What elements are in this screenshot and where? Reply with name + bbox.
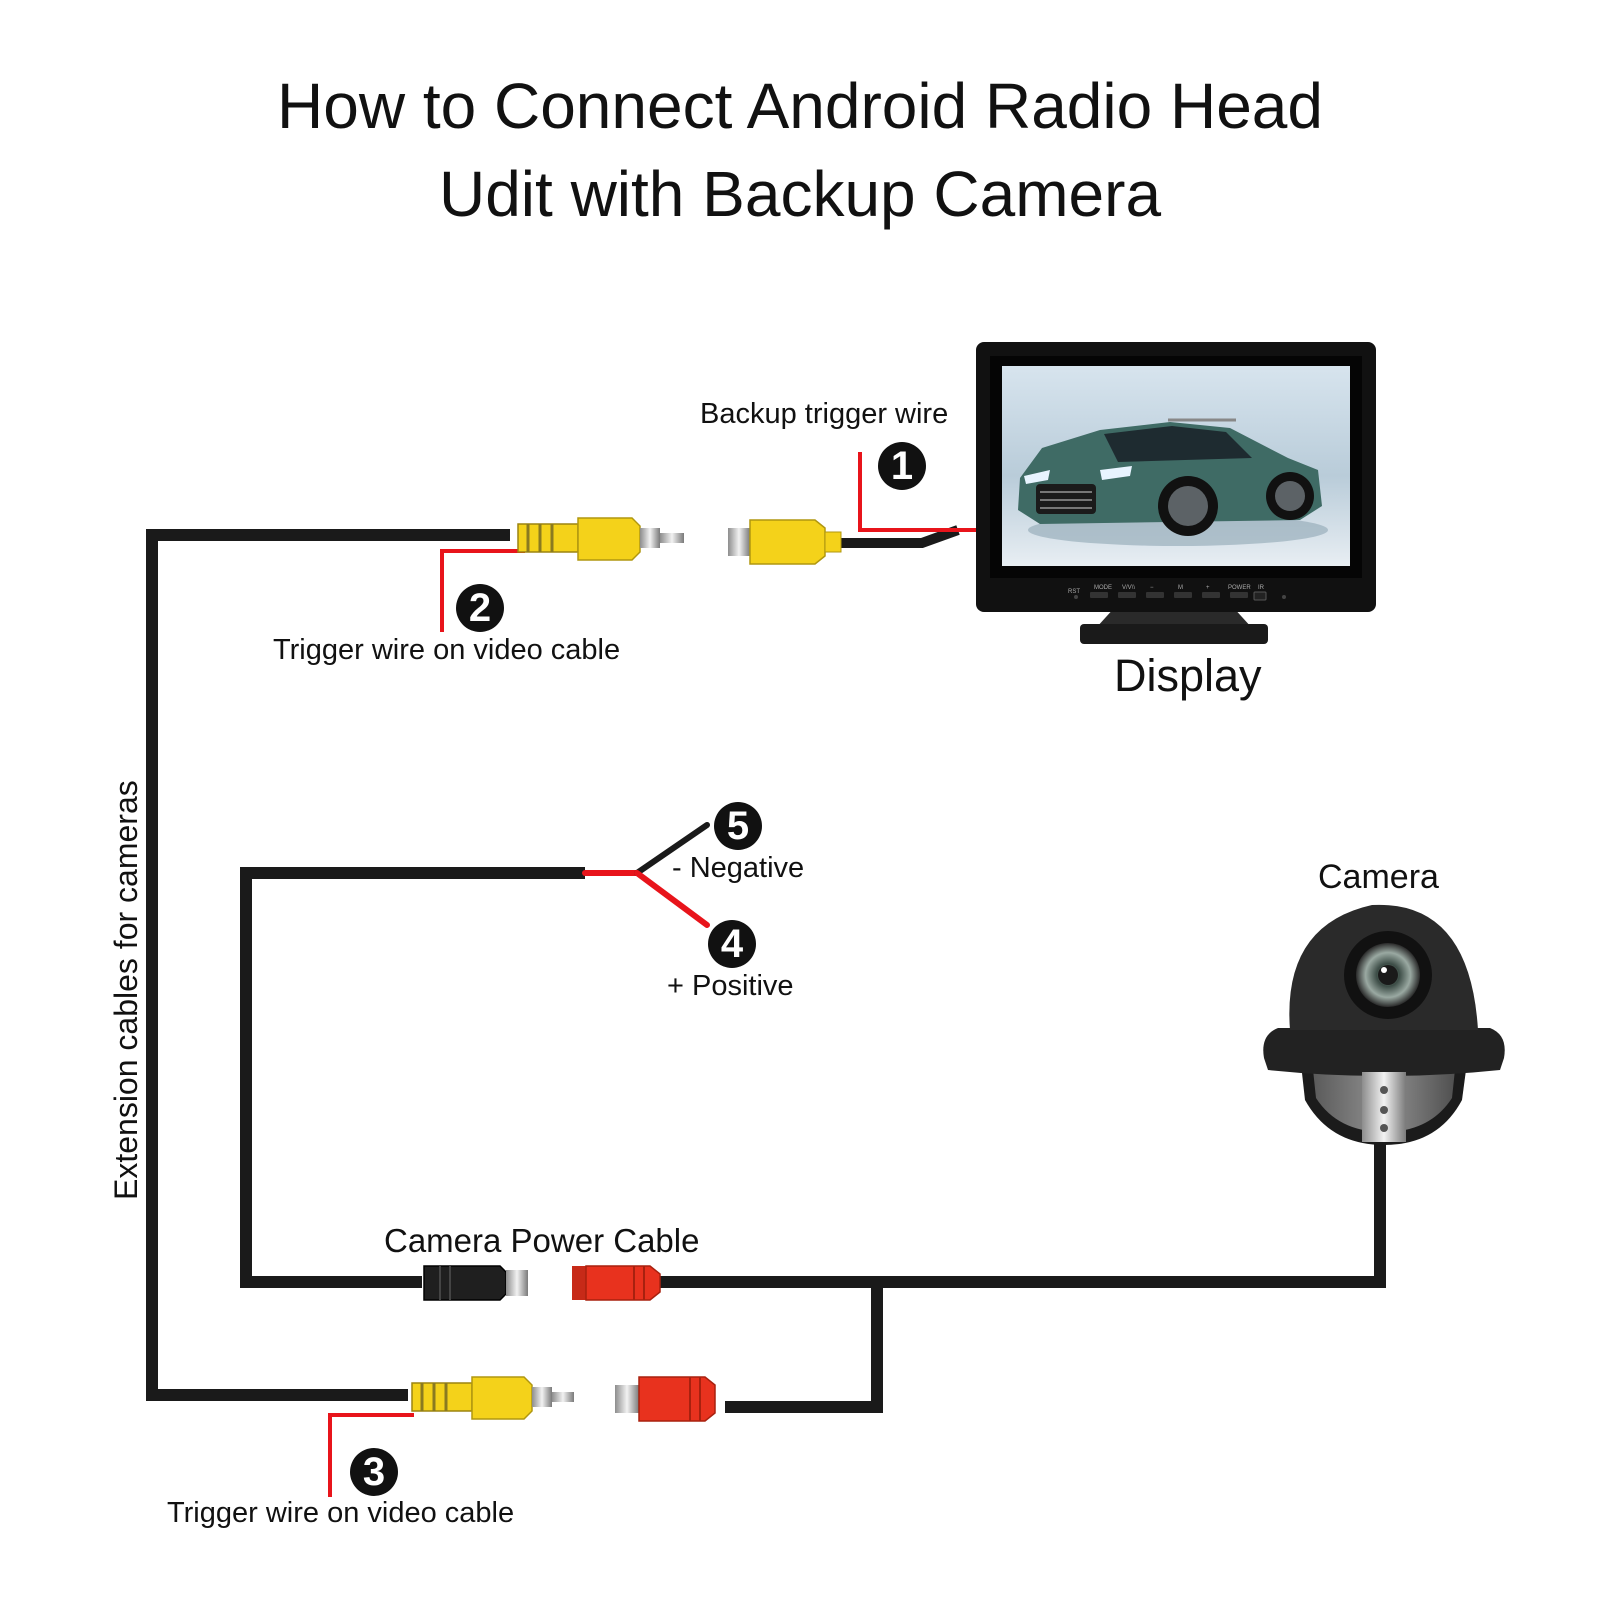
display-button-strip: RST MODE V/V\\ − M + POWER IR (1068, 585, 1286, 601)
power-jack-red (572, 1265, 661, 1301)
badge-1: 1 (878, 442, 926, 490)
rca-male-plug-bottom (411, 1376, 574, 1420)
label-negative: - Negative (672, 852, 805, 884)
display-btn-plus: + (1206, 585, 1210, 591)
display-btn-mode: MODE (1094, 585, 1112, 591)
badge-5: 5 (714, 802, 762, 850)
display-btn-power: POWER (1228, 585, 1251, 591)
red-trigger-wires (328, 452, 978, 1497)
display-btn-vv: V/V\\ (1122, 585, 1135, 591)
label-display: Display (1114, 650, 1262, 701)
label-trigger-video-top: Trigger wire on video cable (273, 634, 621, 666)
extension-video-cable (146, 529, 510, 1401)
display-btn-ir: IR (1258, 585, 1265, 591)
label-extension-cables: Extension cables for cameras (108, 780, 144, 1200)
label-backup-trigger-wire: Backup trigger wire (700, 398, 949, 430)
display-monitor: RST MODE V/V\\ − M + POWER IR (976, 342, 1376, 644)
car-picture (1018, 418, 1328, 546)
trigger-wire-1 (858, 452, 978, 532)
title-line-1: How to Connect Android Radio Head (277, 70, 1323, 142)
badge-2: 2 (456, 584, 504, 632)
camera-cable (658, 1140, 1386, 1413)
power-split (582, 822, 710, 928)
rca-female-jack-bottom (615, 1376, 716, 1422)
power-plug-black (423, 1265, 528, 1301)
title-line-2: Udit with Backup Camera (438, 158, 1162, 230)
label-camera: Camera (1318, 858, 1439, 896)
trigger-wire-3 (328, 1413, 414, 1497)
badge-3: 3 (350, 1448, 398, 1496)
power-extension-cable (240, 867, 585, 1288)
badge-4: 4 (708, 920, 756, 968)
rca-female-jack-top (728, 519, 842, 565)
backup-camera (1263, 904, 1505, 1145)
rca-male-plug-top (517, 517, 684, 561)
display-btn-minus: − (1150, 585, 1154, 591)
display-btn-rst: RST (1068, 589, 1080, 595)
display-btn-m: M (1178, 585, 1183, 591)
label-trigger-video-bottom: Trigger wire on video cable (167, 1497, 515, 1529)
trigger-wire-2 (440, 549, 525, 632)
display-video-cable (838, 525, 960, 548)
label-positive: + Positive (667, 970, 794, 1002)
label-power-cable: Camera Power Cable (384, 1222, 700, 1259)
